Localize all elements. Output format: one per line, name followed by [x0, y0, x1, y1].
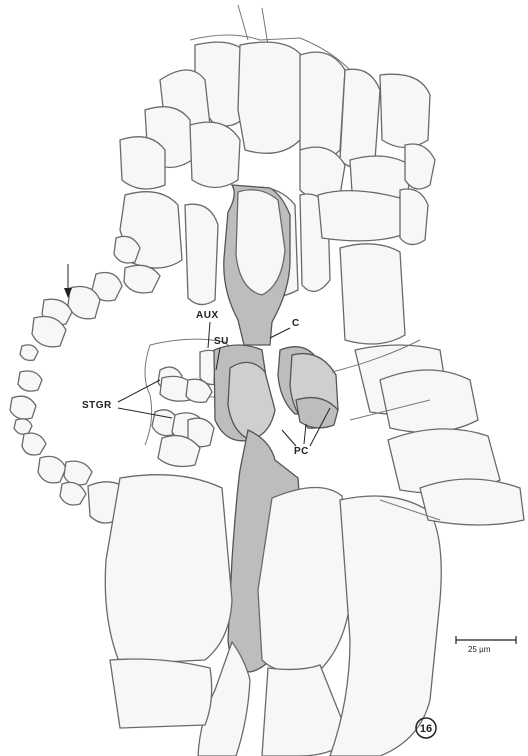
figure-number-badge: 16: [416, 718, 436, 738]
label-pc: PC: [294, 446, 309, 457]
pointer-aux: [208, 322, 210, 348]
scale-bar-label: 25 µm: [468, 645, 491, 654]
pointer-pc-1: [282, 430, 296, 446]
label-su: SU: [214, 336, 229, 347]
figure-number: 16: [420, 723, 432, 735]
label-stgr: STGR: [82, 400, 112, 411]
pointer-stgr-1: [118, 380, 160, 402]
polar-cells: [278, 347, 338, 429]
pointer-pc-2: [304, 424, 306, 444]
scale-bar: 25 µm: [456, 636, 516, 654]
label-aux: AUX: [196, 310, 219, 321]
label-c: C: [292, 318, 300, 329]
pointer-c: [270, 328, 290, 338]
